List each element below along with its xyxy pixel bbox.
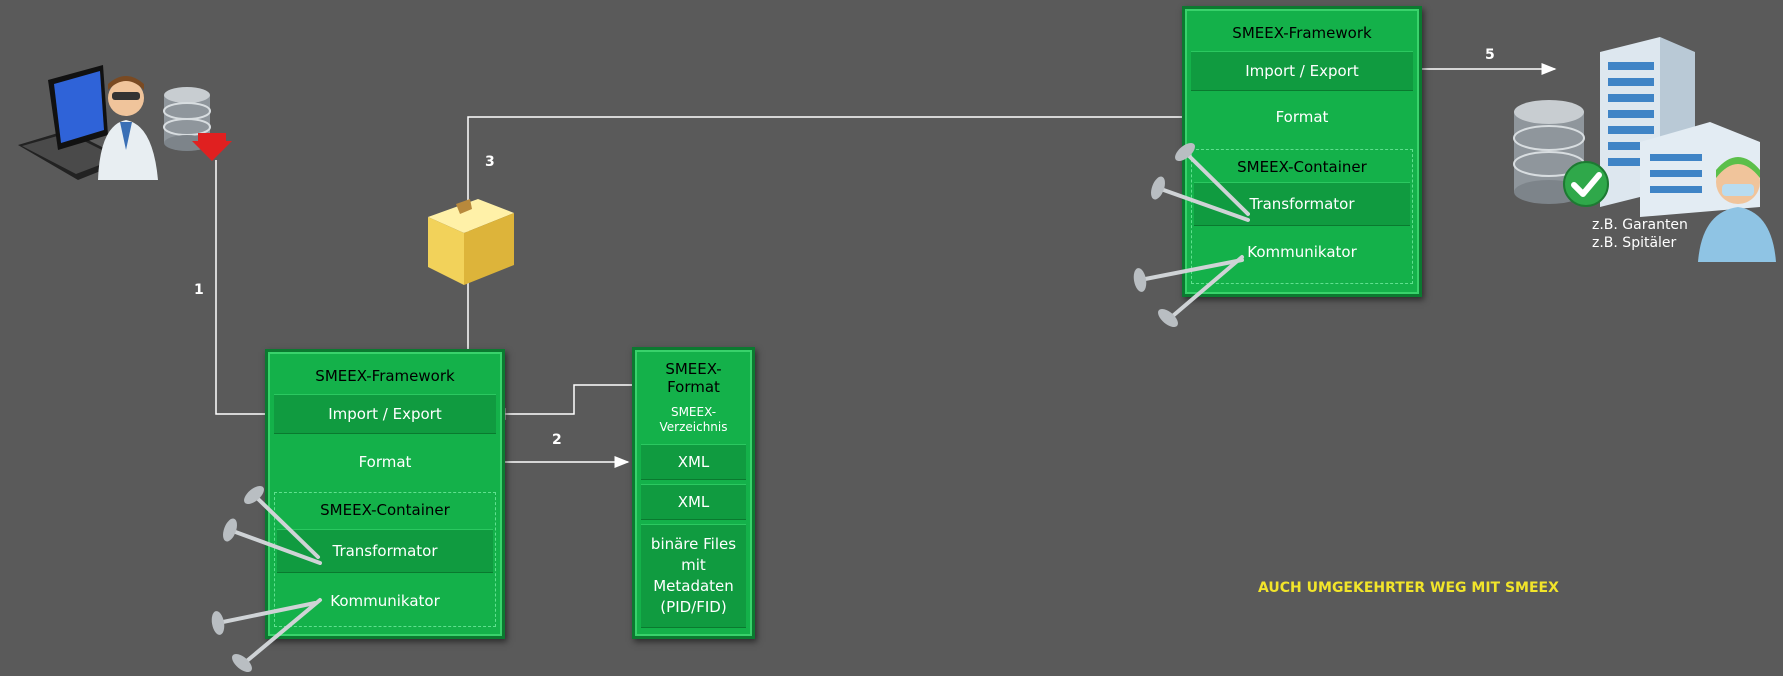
format-box-bin-line3: Metadaten (653, 577, 734, 595)
left-format: Format (358, 453, 412, 471)
step-2-label: 2 (552, 432, 562, 448)
left-smeex-container: SMEEX-Container Transformator Kommunikat… (274, 492, 496, 627)
check-icon (1562, 160, 1610, 208)
left-pin-icons (210, 485, 330, 672)
arrow-formatbox-to-import (490, 384, 632, 420)
format-box-bin-line2: mit (681, 556, 706, 574)
step-3-label: 3 (485, 154, 495, 170)
format-box-xml-1: XML (641, 444, 746, 480)
user-laptop-icon (8, 50, 168, 180)
step-1-label: 1 (194, 282, 204, 298)
format-box-sub-line2: Verzeichnis (659, 420, 728, 434)
format-box-sub-line1: SMEEX- (670, 405, 717, 419)
left-container-title: SMEEX-Container (320, 501, 450, 519)
target-label-garanten: z.B. Garanten (1592, 217, 1688, 233)
reverse-path-note: AUCH UMGEKEHRTER WEG MIT SMEEX (1258, 580, 1559, 596)
smeex-format-box: SMEEX- Format SMEEX- Verzeichnis XML XML… (632, 347, 755, 639)
left-smeex-framework: SMEEX-Framework Import / Export Format S… (265, 349, 505, 639)
arrow-3 (467, 111, 1207, 398)
right-pin-icons (1130, 140, 1250, 330)
target-labels: z.B. Garanten z.B. Spitäler (1592, 216, 1688, 252)
right-transformator: Transformator (1194, 182, 1410, 226)
format-box-xml-2: XML (641, 484, 746, 520)
format-box-title-line2: Format (667, 378, 720, 396)
right-framework-title: SMEEX-Framework (1232, 24, 1372, 42)
database-export-icon (160, 85, 235, 163)
package-icon (420, 195, 520, 287)
left-import-export: Import / Export (274, 394, 496, 434)
left-framework-title: SMEEX-Framework (315, 367, 455, 385)
target-label-spitaeler: z.B. Spitäler (1592, 235, 1677, 251)
right-smeex-framework: SMEEX-Framework Import / Export Format S… (1182, 6, 1422, 297)
format-box-verzeichnis: SMEEX- Verzeichnis (641, 400, 746, 440)
format-box-title-line1: SMEEX- (665, 360, 722, 378)
right-kommunikator: Kommunikator (1247, 243, 1357, 261)
right-format: Format (1275, 108, 1329, 126)
hospital-building-icon (1510, 32, 1780, 262)
left-kommunikator: Kommunikator (330, 592, 440, 610)
right-smeex-container: SMEEX-Container Transformator Kommunikat… (1191, 149, 1413, 284)
right-container-title: SMEEX-Container (1237, 158, 1367, 176)
step-5-label: 5 (1485, 47, 1495, 63)
format-box-binary-files: binäre Files mit Metadaten (PID/FID) (641, 524, 746, 628)
right-import-export: Import / Export (1191, 51, 1413, 91)
format-box-title: SMEEX- Format (635, 360, 752, 396)
format-box-bin-line4: (PID/FID) (660, 598, 727, 616)
format-box-bin-line1: binäre Files (650, 535, 737, 553)
